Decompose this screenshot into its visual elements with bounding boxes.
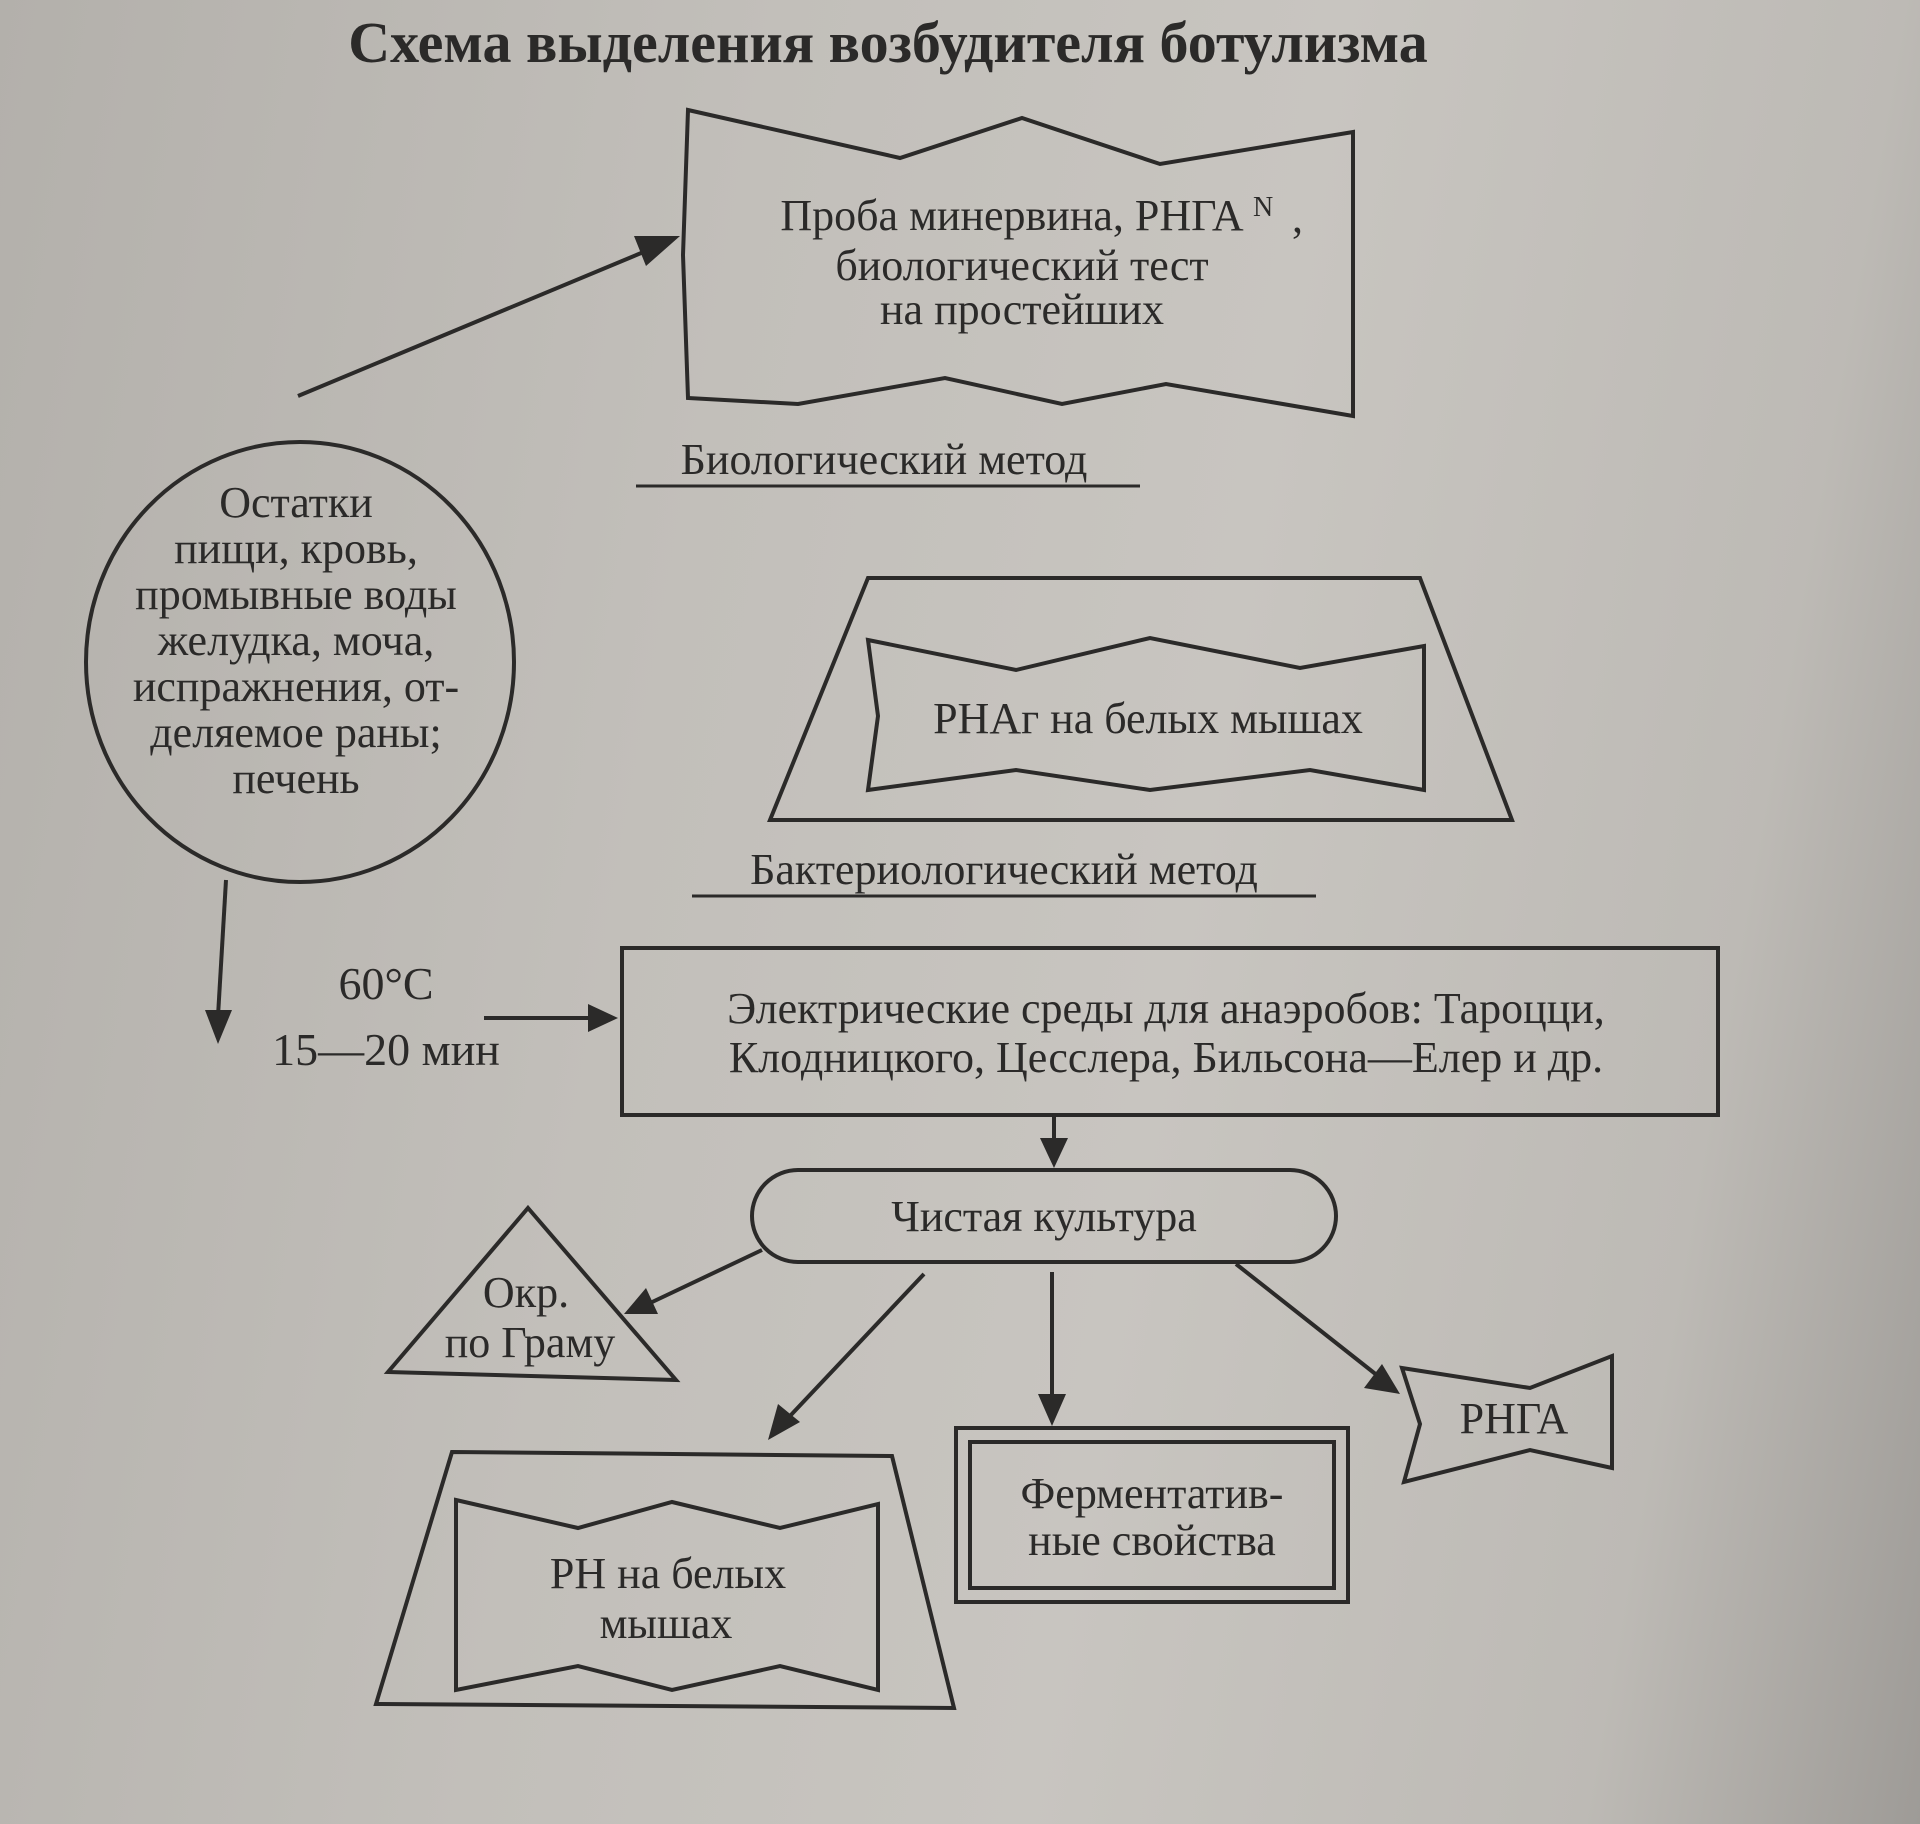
rnga-label: РНГА <box>1460 1394 1569 1443</box>
bact-method-label: Бактериологический метод <box>750 845 1258 894</box>
arrow-down-from-specimen <box>216 879 228 1017</box>
arrowhead-culture <box>1040 1138 1068 1168</box>
pure-culture-label: Чистая культура <box>891 1192 1197 1241</box>
rn-inner-shape <box>454 1497 880 1693</box>
arrowhead-rn <box>768 1404 800 1440</box>
diagram-title: Схема выделения возбудителя ботулизма <box>348 10 1428 75</box>
pure-culture-box <box>750 1168 1338 1264</box>
specimen-line-7: печень <box>232 754 359 803</box>
specimen-line-3: промывные воды <box>135 570 457 619</box>
bio-method-label: Биологический метод <box>681 435 1088 484</box>
arrowhead-bio-test <box>634 236 680 266</box>
bio-test-comma: , <box>1292 193 1303 242</box>
rnga-shape <box>1399 1353 1614 1485</box>
arrowhead-down-specimen <box>205 1010 232 1044</box>
rnag-mice-label: РНАг на белых мышах <box>933 694 1363 743</box>
rnag-trapezoid <box>767 576 1515 822</box>
rn-mice-line-2: мышах <box>600 1599 733 1648</box>
temperature-label: 60°С <box>338 958 433 1009</box>
enzymatic-box-inner <box>968 1440 1336 1590</box>
media-line-1: Электрические среды для анаэробов: Тароц… <box>727 984 1605 1033</box>
arrow-to-bio-test <box>297 244 659 398</box>
bio-test-superscript: N <box>1253 192 1273 223</box>
gram-line-2: по Граму <box>445 1318 616 1367</box>
rn-mice-line-1: РН на белых <box>550 1549 786 1598</box>
enzymatic-line-2: ные свойства <box>1028 1516 1276 1565</box>
arrow-culture-to-rn <box>788 1272 926 1418</box>
media-box <box>620 946 1720 1117</box>
gram-triangle <box>383 1204 681 1383</box>
arrow-culture-to-rnga <box>1234 1262 1380 1378</box>
bio-test-line-3: на простейших <box>880 285 1164 334</box>
media-line-2: Клодницкого, Цесслера, Бильсона—Елер и д… <box>729 1033 1603 1082</box>
gram-line-1: Окр. <box>483 1268 569 1317</box>
arrowhead-enzymatic <box>1038 1394 1066 1426</box>
arrowhead-media <box>588 1004 618 1032</box>
specimen-circle <box>84 440 516 884</box>
bio-test-line-2: биологический тест <box>835 241 1208 290</box>
enzymatic-box-outer <box>954 1426 1350 1604</box>
arrowhead-gram <box>624 1288 658 1314</box>
rnag-inner-shape <box>865 635 1426 793</box>
specimen-line-4: желудка, моча, <box>157 616 435 665</box>
rn-trapezoid <box>373 1449 957 1711</box>
bio-test-line-1: Проба минервина, РНГА <box>780 191 1243 240</box>
arrowhead-rnga <box>1364 1364 1400 1394</box>
specimen-line-5: испражнения, от- <box>133 662 459 711</box>
enzymatic-line-1: Ферментатив- <box>1021 1469 1284 1518</box>
bio-test-box <box>680 107 1355 419</box>
specimen-line-1: Остатки <box>219 478 373 527</box>
arrow-culture-to-gram <box>647 1248 763 1306</box>
specimen-line-2: пищи, кровь, <box>174 524 418 573</box>
duration-label: 15—20 мин <box>272 1024 500 1075</box>
specimen-line-6: деляемое раны; <box>150 708 441 757</box>
